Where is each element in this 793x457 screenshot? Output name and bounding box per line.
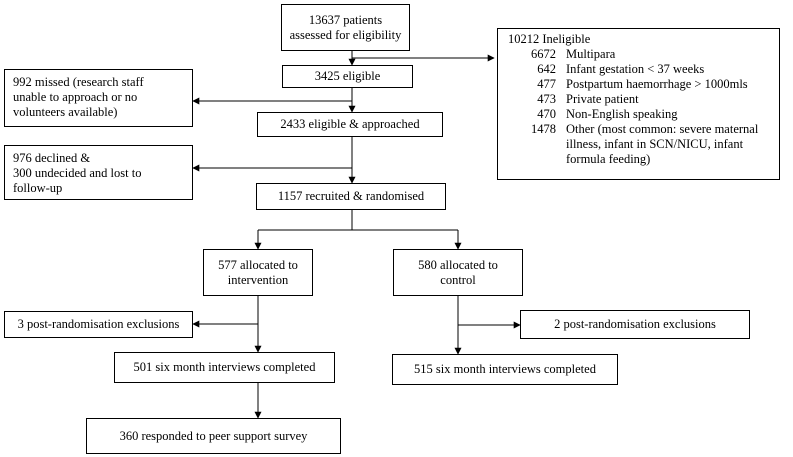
ineligible-reason: 477 Postpartum haemorrhage > 1000mls: [508, 77, 773, 92]
ineligible-reason: 6672 Multipara: [508, 47, 773, 62]
node-excl-intervention-line: 3 post-randomisation exclusions: [17, 317, 180, 331]
ineligible-reason: 470 Non-English speaking: [508, 107, 773, 122]
node-control: 580 allocated to control: [393, 249, 523, 296]
ineligible-reason: 473 Private patient: [508, 92, 773, 107]
node-approached: 2433 eligible & approached: [257, 112, 443, 137]
ineligible-reason-cont: formula feeding): [508, 152, 773, 167]
ineligible-label: Non-English speaking: [566, 107, 678, 121]
node-missed-line: unable to approach or no: [13, 90, 138, 104]
ineligible-count: 473: [537, 92, 556, 106]
ineligible-label-cont: formula feeding): [566, 152, 651, 166]
ineligible-reason: 1478 Other (most common: severe maternal: [508, 122, 773, 137]
node-recruited-line: 1157 recruited & randomised: [277, 189, 425, 203]
ineligible-count: 6672: [531, 47, 556, 61]
node-excl-control: 2 post-randomisation exclusions: [520, 310, 750, 339]
node-assessed-line: 13637 patients: [308, 12, 383, 27]
node-assessed-line: assessed for eligibility: [289, 27, 402, 42]
node-declined: 976 declined & 300 undecided and lost to…: [4, 145, 193, 200]
ineligible-reason-cont: illness, infant in SCN/NICU, infant: [508, 137, 773, 152]
ineligible-count: 477: [537, 77, 556, 91]
ineligible-label: Infant gestation < 37 weeks: [566, 62, 705, 76]
node-declined-line: 976 declined &: [13, 151, 91, 165]
ineligible-label: Other (most common: severe maternal: [566, 122, 759, 136]
node-control-line: control: [440, 272, 476, 287]
node-assessed: 13637 patients assessed for eligibility: [281, 4, 410, 51]
node-missed: 992 missed (research staff unable to app…: [4, 69, 193, 127]
node-control-line: 580 allocated to: [418, 257, 498, 272]
node-survey: 360 responded to peer support survey: [86, 418, 341, 454]
node-interviews-intervention-line: 501 six month interviews completed: [133, 360, 316, 374]
node-intervention-line: intervention: [227, 272, 289, 287]
ineligible-reason: 642 Infant gestation < 37 weeks: [508, 62, 773, 77]
ineligible-label: Private patient: [566, 92, 639, 106]
node-missed-line: 992 missed (research staff: [13, 75, 144, 89]
node-approached-line: 2433 eligible & approached: [280, 117, 420, 131]
node-survey-line: 360 responded to peer support survey: [119, 428, 308, 443]
node-eligible: 3425 eligible: [282, 65, 413, 88]
node-declined-line: follow-up: [13, 181, 63, 195]
ineligible-label-cont: illness, infant in SCN/NICU, infant: [566, 137, 744, 151]
node-excl-intervention: 3 post-randomisation exclusions: [4, 311, 193, 338]
ineligible-title: 10212 Ineligible: [508, 32, 591, 46]
node-interviews-control-line: 515 six month interviews completed: [414, 362, 596, 376]
node-missed-line: volunteers available): [13, 105, 118, 119]
ineligible-count: 470: [537, 107, 556, 121]
ineligible-count: 1478: [531, 122, 556, 136]
node-eligible-line: 3425 eligible: [314, 69, 381, 83]
ineligible-label: Multipara: [566, 47, 616, 61]
ineligible-count: 642: [537, 62, 556, 76]
node-intervention-line: 577 allocated to: [218, 257, 298, 272]
node-recruited: 1157 recruited & randomised: [256, 183, 446, 210]
node-excl-control-line: 2 post-randomisation exclusions: [554, 317, 716, 331]
node-declined-line: 300 undecided and lost to: [13, 166, 142, 180]
node-interviews-control: 515 six month interviews completed: [392, 354, 618, 385]
node-ineligible: 10212 Ineligible 6672 Multipara 642 Infa…: [497, 28, 780, 180]
ineligible-label: Postpartum haemorrhage > 1000mls: [566, 77, 748, 91]
node-intervention: 577 allocated to intervention: [203, 249, 313, 296]
node-interviews-intervention: 501 six month interviews completed: [114, 352, 335, 383]
